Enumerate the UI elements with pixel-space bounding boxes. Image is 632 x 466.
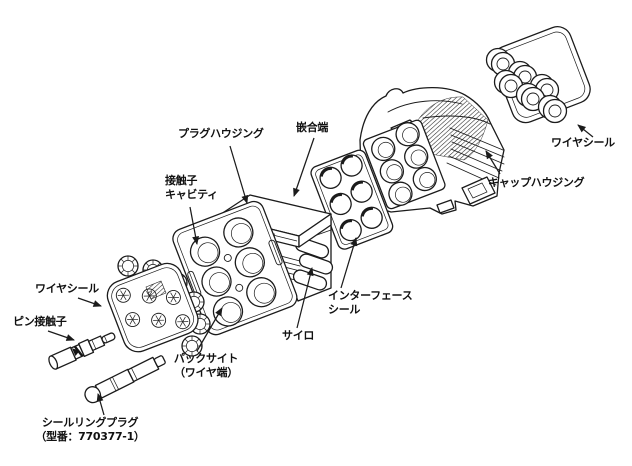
cap-housing-drawing xyxy=(359,87,505,215)
leader-arrows xyxy=(47,124,594,416)
label-pin-contact: ピン接触子 xyxy=(13,315,67,328)
label-seal-ring-plug: シールリングプラグ （型番：770377-1） xyxy=(35,416,145,443)
label-back-side-wire-end: パックサイト （ワイヤ端） xyxy=(173,352,239,379)
label-contact-cavity: 接触子 キャビティ xyxy=(165,174,218,201)
label-cap-housing: キャップハウジング xyxy=(488,176,585,189)
label-wire-seal-left: ワイヤシール xyxy=(35,282,99,295)
wire-seal-left-drawing xyxy=(106,255,211,357)
label-silo: サイロ xyxy=(282,329,315,342)
label-plug-housing: プラグハウジング xyxy=(178,127,264,140)
label-interface-seal: インターフェース シール xyxy=(328,289,413,316)
seal-ring-plug-drawing xyxy=(84,355,166,404)
label-wire-seal-right: ワイヤシール xyxy=(551,136,615,149)
pin-contact-drawing xyxy=(48,332,116,370)
wire-seal-right-drawing xyxy=(485,26,591,124)
label-mating-end: 嵌合端 xyxy=(296,121,329,134)
